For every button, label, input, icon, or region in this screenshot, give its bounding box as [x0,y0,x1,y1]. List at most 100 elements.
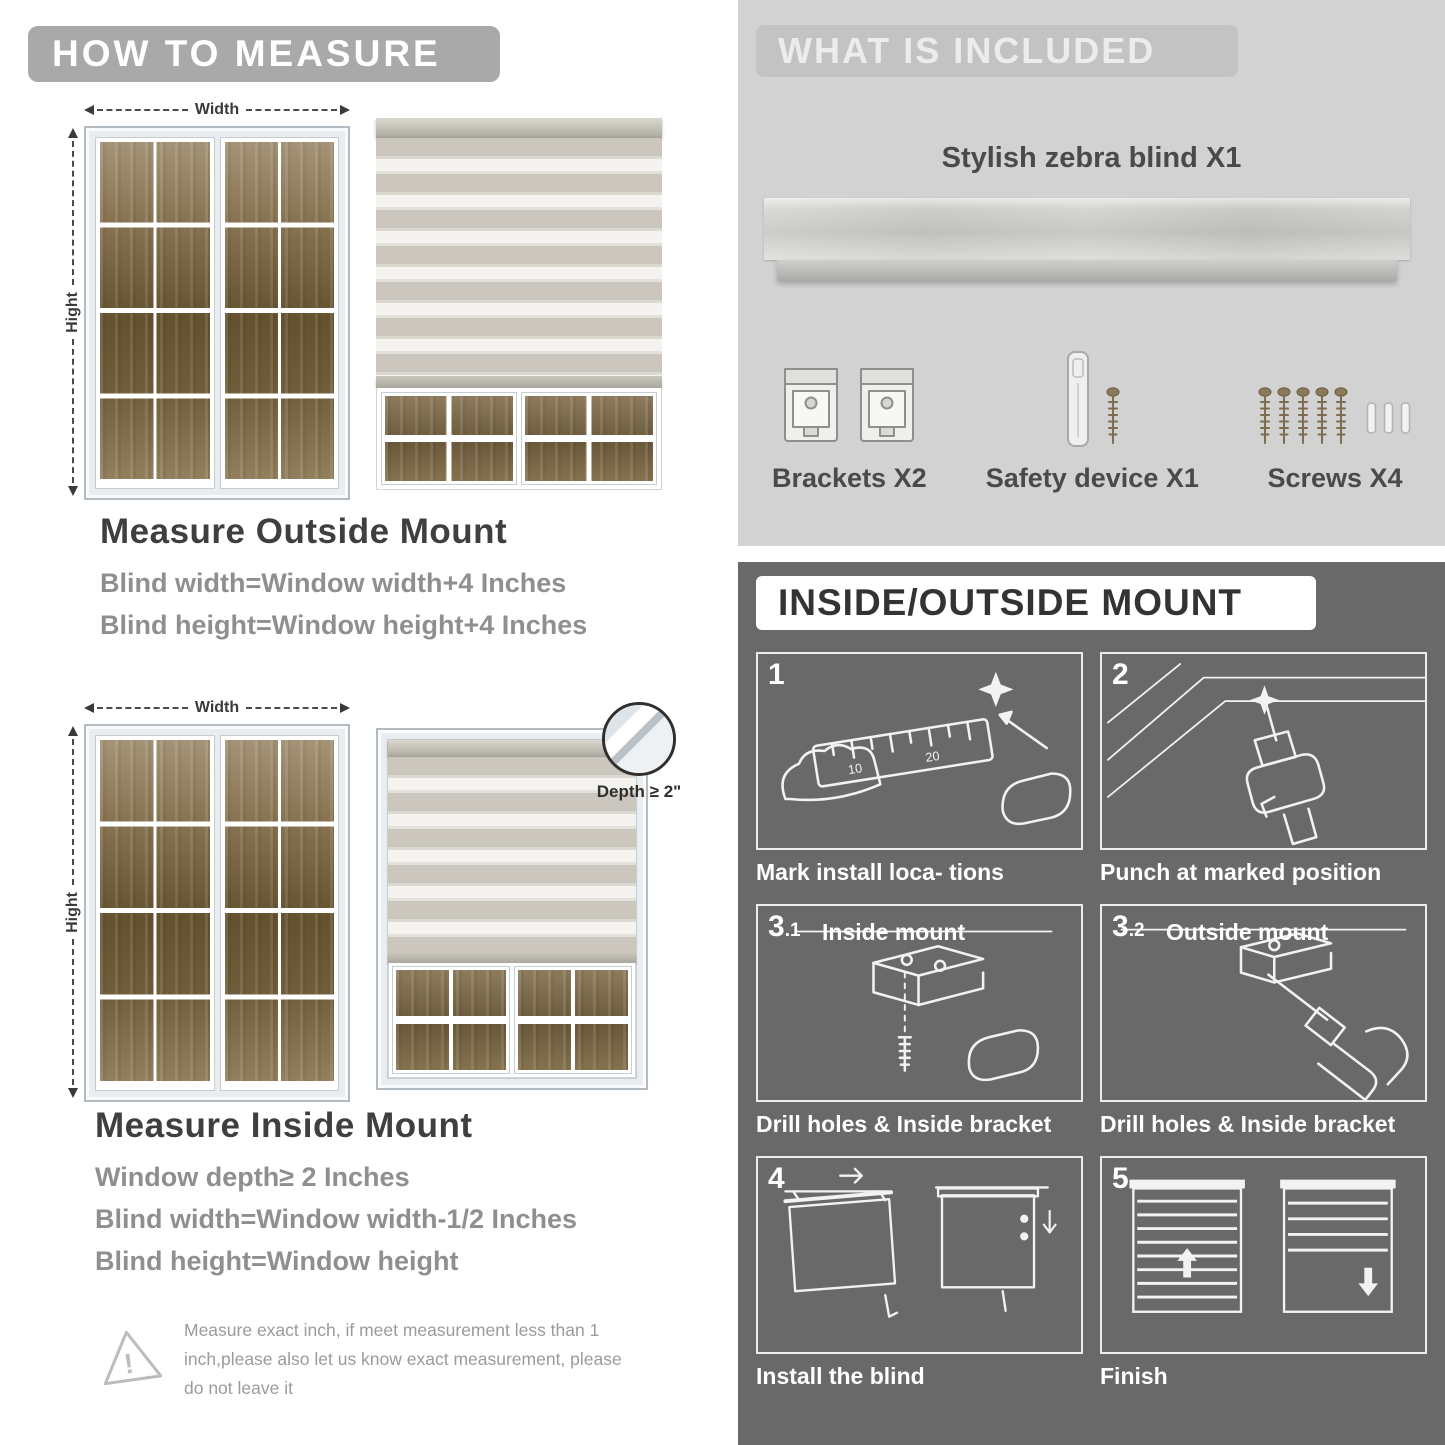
window-sash [220,736,338,1090]
height-label: Hight [64,291,81,333]
mount-steps-grid: 1 10 [756,652,1427,1390]
screw-icon [1258,387,1272,444]
safety-device-item: Safety device X1 [986,322,1199,494]
width-arrow: Width [84,698,350,718]
bracket-icon [860,368,915,442]
step-5: 5 [1100,1156,1427,1390]
width-arrow: Width [84,100,350,120]
step-number: 5 [1112,1162,1129,1195]
step-2-box: 2 [1100,652,1427,850]
inside-bracket-illustration [796,930,1053,1082]
screw-icon [1334,387,1348,444]
step-3-2: 3.2 Outside mount [1100,904,1427,1138]
inside-outside-mount-panel: INSIDE/OUTSIDE MOUNT 1 [738,562,1445,1445]
zebra-stripes [388,757,636,953]
step-3-1-box: 3.1 Inside mount [756,904,1083,1102]
svg-text:20: 20 [924,748,940,765]
brackets-label: Brackets X2 [772,463,927,493]
step-4-box: 4 [756,1156,1083,1354]
anchors-art [1365,401,1412,435]
screw-icon [1315,387,1329,444]
bracket-icon [784,368,839,442]
outside-mount-text: Measure Outside Mount Blind width=Window… [100,512,587,641]
arrowhead-down-icon [68,486,78,496]
brackets-art [780,361,918,449]
window-measure-figure-outside: Width Hight [62,100,350,500]
step-1: 1 10 [756,652,1083,886]
window-sash [96,736,214,1090]
arrowhead-down-icon [68,1088,78,1098]
step-number: 2 [1112,658,1129,691]
headrail-top-bar [764,198,1410,260]
product-name: Stylish zebra blind X1 [941,142,1242,174]
screws-item: Screws X4 [1258,322,1412,494]
svg-text:10: 10 [847,760,863,777]
step-number: 3.2 [1112,910,1145,943]
window-illustration [84,724,350,1102]
window-measure-figure-inside: Width Hight [62,698,350,1102]
step-3-1-title: Inside mount [822,919,966,945]
step-4: 4 [756,1156,1083,1390]
install-blind-illustration [783,1167,1057,1318]
step-3-1: 3.1 Inside mount [756,904,1083,1138]
arrowhead-right-icon [340,105,350,115]
drill-illustration [1106,663,1425,846]
step-1-caption: Mark install loca- tions [756,859,1004,885]
warning-text: Measure exact inch, if meet measurement … [184,1320,622,1398]
inside-mount-title: Measure Inside Mount [95,1106,473,1145]
width-label: Width [194,699,240,716]
window-sash [220,138,338,488]
blind-headrail [388,740,636,757]
depth-callout: Depth ≥ 2" [584,702,694,802]
width-label: Width [194,101,240,118]
finish-illustration [1129,1179,1396,1313]
safety-device-art [1064,349,1120,449]
arrowhead-up-icon [68,726,78,736]
blind-bottomrail [376,376,662,388]
mark-location-illustration: 10 20 [781,671,1072,826]
brackets-item: Brackets X2 [772,322,927,494]
safety-device-icon [1067,351,1090,447]
measure-warning: ! Measure exact inch, if meet measuremen… [98,1316,643,1403]
anchor-icon [1366,402,1377,434]
window-sash [393,967,509,1073]
window-below-blind [376,388,662,490]
arrowhead-left-icon [84,703,94,713]
height-arrow: Hight [62,126,84,500]
step-2: 2 [1100,652,1427,886]
step-3-2-title: Outside mount [1166,919,1329,945]
outside-bracket-illustration [1120,928,1409,1100]
inside-mount-text: Measure Inside Mount Window depth≥ 2 Inc… [95,1106,577,1277]
what-is-included-panel: WHAT IS INCLUDED Stylish zebra blind X1 [738,0,1445,546]
window-sash [522,393,656,484]
window-sash [96,138,214,488]
depth-zoom-circle [602,702,676,776]
how-to-measure-header: HOW TO MEASURE [28,26,500,82]
safety-device-label: Safety device X1 [985,463,1199,493]
step-3-1-caption: Drill holes & Inside bracket [756,1111,1052,1137]
step-4-caption: Install the blind [756,1363,925,1389]
step-2-caption: Punch at marked position [1100,859,1382,885]
inside-mount-figure: Width Hight [62,698,681,1102]
window-sash [515,967,631,1073]
blind-bottomrail [388,953,636,963]
outside-mount-figure: Width Hight [62,100,662,500]
screw-icon [1106,387,1120,444]
headrail-product-illustration [764,198,1410,281]
arrowhead-up-icon [68,128,78,138]
screw-icon [1277,387,1291,444]
inside-height-formula: Blind height=Window height [95,1246,459,1276]
step-3-2-caption: Drill holes & Inside bracket [1100,1111,1396,1137]
screw-icon [1296,387,1310,444]
step-number: 1 [768,658,785,691]
mount-header: INSIDE/OUTSIDE MOUNT [756,576,1316,630]
step-number: 3.1 [768,910,801,943]
step-1-box: 1 10 [756,652,1083,850]
window-sash [382,393,516,484]
what-is-included-header: WHAT IS INCLUDED [756,25,1238,77]
step-3-2-box: 3.2 Outside mount [1100,904,1427,1102]
window-illustration [84,126,350,500]
svg-text:!: ! [122,1348,136,1380]
zebra-blind-outside-illustration [376,118,662,490]
